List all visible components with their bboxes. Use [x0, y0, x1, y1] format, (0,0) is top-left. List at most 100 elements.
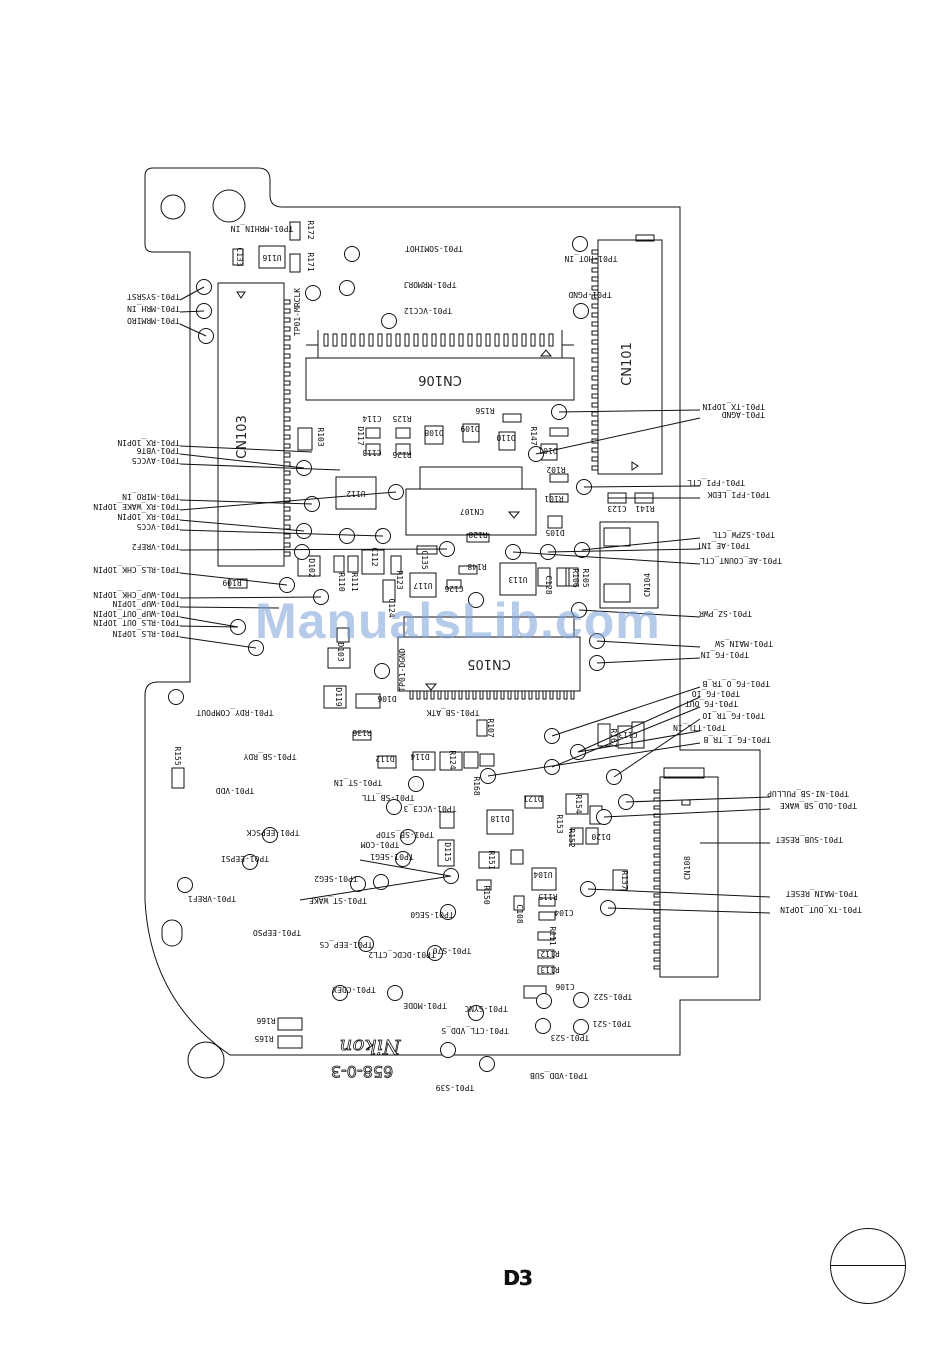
right-test-point-label: TP01-SUB_RESET: [775, 835, 843, 844]
smd-component: [513, 895, 525, 911]
u117-label: U117: [413, 581, 432, 590]
right-test-point-label: TP01-TTL_IN: [673, 723, 726, 732]
test-point-pad: [339, 528, 355, 544]
left-test-point-label: TP01-RLS_1OPIN: [112, 629, 180, 638]
smd-component: [510, 849, 524, 865]
smd-component: [437, 839, 455, 867]
right-test-point-label: TP01-NI-SB_PULLUP: [767, 789, 849, 798]
mounting-slot: [161, 919, 183, 947]
test-point-pad: [387, 985, 403, 1001]
leader-line: [359, 859, 451, 877]
leader-line: [551, 686, 701, 737]
right-test-point-label: TP01-OLD_SB_WAKE: [780, 801, 857, 810]
cn107-connector: CN107: [405, 466, 537, 536]
part-designator: R150: [482, 885, 491, 904]
test-point-pad: [294, 544, 310, 560]
leader-line: [179, 596, 322, 599]
smd-component: [327, 647, 351, 669]
part-designator: R126: [392, 450, 411, 459]
inner-test-point-label: TP01-MRHIN_IN: [231, 224, 294, 233]
leader-line: [603, 808, 771, 818]
part-designator: R167: [609, 728, 618, 747]
smd-component: [585, 827, 599, 845]
cn104-label: CN104: [643, 573, 652, 597]
part-designator: C106: [555, 982, 574, 991]
part-designator: D118: [490, 814, 509, 823]
part-designator: D109: [460, 424, 479, 433]
inner-test-point-label: TP01-DCDC_CTL2: [368, 950, 436, 959]
smd-component: [524, 795, 544, 809]
inner-test-point-label: TP01-VDD_SUB: [530, 1071, 588, 1080]
part-designator: R165: [254, 1034, 273, 1043]
part-designator: R155: [173, 746, 182, 765]
part-designator: R109: [222, 578, 241, 587]
cn106-label: CN106: [418, 372, 462, 387]
left-test-point-label: TP01-RX_1OPIN: [117, 512, 180, 521]
smd-component: [228, 578, 248, 589]
part-designator: C124: [387, 598, 396, 617]
u116-ic: U116: [258, 245, 286, 269]
leader-line: [535, 417, 701, 455]
smd-component: [232, 248, 244, 266]
part-designator: R171: [306, 252, 315, 271]
inner-test-point-label: TP01-ST_IN: [334, 778, 382, 787]
cn107-label: CN107: [460, 507, 484, 516]
smd-component: [537, 567, 551, 587]
smd-component: [439, 751, 463, 771]
left-test-point-label: TP01-MRH_IN: [127, 304, 180, 313]
leader-line: [179, 445, 313, 453]
right-test-point-label: TP01-SZPW_CTL: [712, 530, 775, 539]
smd-component: [531, 867, 557, 891]
test-point-pad: [344, 246, 360, 262]
part-designator: D119: [334, 687, 343, 706]
part-designator: R112: [540, 949, 559, 958]
smd-component: [523, 985, 547, 999]
inner-test-point-label: TP01-SB_STOP: [376, 830, 434, 839]
leader-line: [179, 323, 207, 337]
cn103-connector: CN103: [217, 282, 291, 567]
inner-test-point-label: TP01-VREF1: [188, 894, 236, 903]
part-designator: R103: [316, 427, 325, 446]
inner-test-point-label: TP01-S21: [593, 1019, 632, 1028]
smd-component: [476, 719, 488, 737]
inner-test-point-label: TP01-S22: [594, 992, 633, 1001]
test-point-pad: [350, 876, 366, 892]
right-test-point-label: TP01-MAIN_RESET: [786, 889, 858, 898]
smd-component: [390, 555, 402, 575]
leader-line: [179, 625, 239, 628]
leader-line: [512, 551, 701, 565]
right-test-point-label: TP01-SZ_PWR: [699, 609, 752, 618]
inner-test-point-label: TP01-SOMIHOT: [405, 244, 463, 253]
smd-component: [424, 425, 444, 445]
part-designator: C133: [235, 247, 244, 266]
mounting-hole: [187, 1041, 225, 1079]
part-designator: R137: [620, 870, 629, 889]
smd-component: [365, 443, 381, 455]
inner-test-point-label: TP01-EEPSI: [221, 854, 269, 863]
part-designator: D120: [591, 832, 610, 841]
smd-component: [395, 443, 411, 455]
cn105-label: CN105: [467, 656, 511, 671]
right-test-point-label: TP01-FG_IN: [701, 650, 749, 659]
cn103-label: CN103: [235, 415, 250, 459]
part-designator: R166: [256, 1016, 275, 1025]
u113-label: U113: [508, 575, 527, 584]
smd-component: [463, 751, 479, 769]
smd-component: [336, 627, 350, 643]
part-designator: R141: [635, 504, 654, 513]
left-test-point-label: TP01-MIRO_IN: [122, 492, 180, 501]
smd-component: [565, 793, 589, 815]
left-test-point-label: TP01-WUP_OUT_1OPIN: [93, 609, 180, 618]
part-designator: R148: [467, 562, 486, 571]
test-point-pad: [177, 877, 193, 893]
smd-component: [537, 965, 555, 975]
leader-line: [179, 636, 257, 649]
smd-component: [446, 579, 462, 589]
part-designator: C113: [362, 448, 381, 457]
board-code: 658-0-3: [331, 1062, 393, 1081]
test-point-pad: [339, 280, 355, 296]
test-point-pad: [572, 236, 588, 252]
smd-component: [377, 755, 397, 769]
right-test-point-label: TP01-FG_I_TR_B: [703, 735, 771, 744]
